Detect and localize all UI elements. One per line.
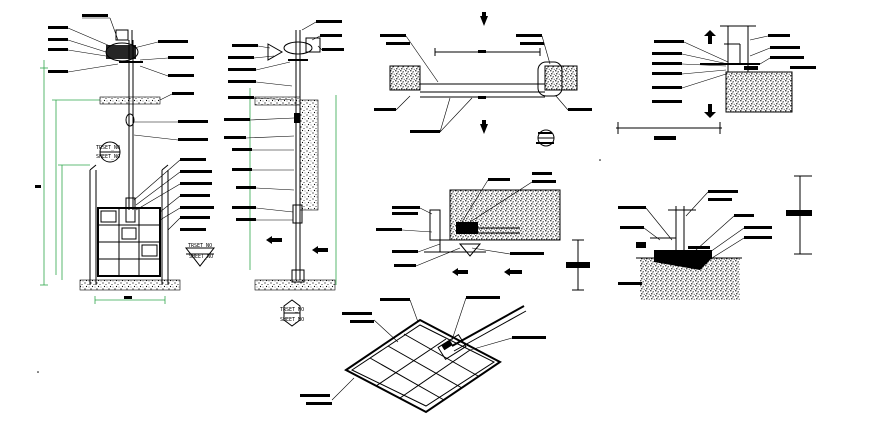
gate-elevation-view xyxy=(35,14,214,304)
bottom-seal-detail xyxy=(376,172,590,291)
stray-point xyxy=(37,371,39,373)
tag-line-1: TRSET_NO xyxy=(280,307,304,313)
tag-line-1: TRSET_NO xyxy=(96,145,120,151)
tag-line-2: SHEET_NO xyxy=(280,317,304,323)
isometric-gate-view xyxy=(300,296,546,414)
sheet-reference-tag: TRSET_NO SHEET_NO xyxy=(184,243,216,267)
gate-section-view xyxy=(224,20,344,291)
seal-detail-top-right xyxy=(616,25,816,140)
tag-line-2: SHEET_NO xyxy=(96,154,120,160)
sheet-reference-tag: TRSET_NO SHEET_NO xyxy=(96,141,121,163)
gate-plan-detail xyxy=(374,12,592,147)
tag-line-2: SHEET_NO xyxy=(189,254,213,260)
tag-line-1: TRSET_NO xyxy=(188,243,212,249)
sill-detail-right xyxy=(618,175,812,300)
stray-point xyxy=(599,159,601,161)
sheet-reference-tag: TRSET_NO SHEET_NO xyxy=(280,299,304,327)
